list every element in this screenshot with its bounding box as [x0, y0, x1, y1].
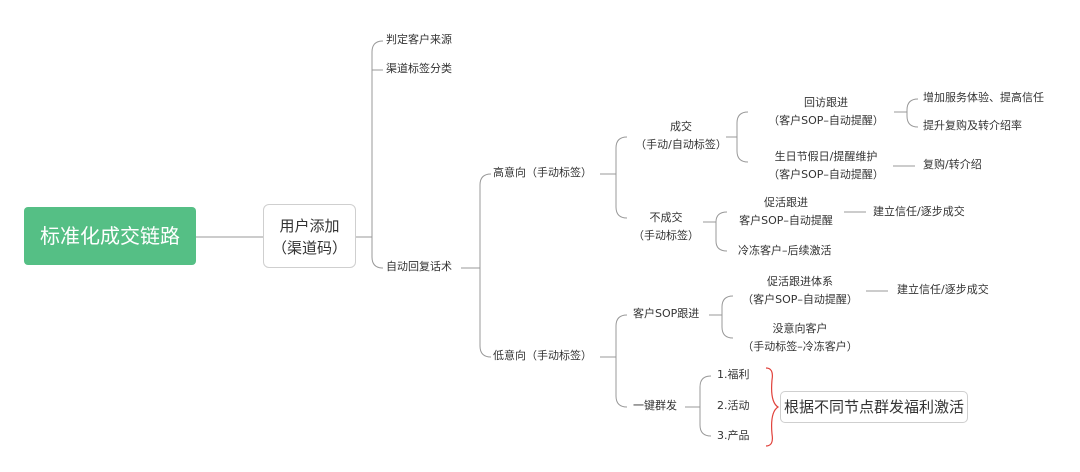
- deal-label: 成交: [670, 120, 692, 133]
- holiday-label: 生日节假日/提醒维护: [774, 150, 878, 163]
- frozen-node[interactable]: 冷冻客户–后续激活: [738, 244, 832, 257]
- holiday-sublabel: （客户SOP–自动提醒）: [768, 168, 884, 181]
- holiday-node[interactable]: 生日节假日/提醒维护 （客户SOP–自动提醒）: [768, 148, 884, 184]
- sop-system-node[interactable]: 促活跟进体系 （客户SOP–自动提醒）: [742, 273, 858, 309]
- nodeal-node[interactable]: 不成交 （手动标签）: [633, 209, 699, 245]
- user-add-node[interactable]: 用户添加 （渠道码）: [263, 204, 356, 268]
- group-summary-label: 根据不同节点群发福利激活: [783, 398, 964, 416]
- deal-node[interactable]: 成交 （手动/自动标签）: [635, 118, 727, 154]
- nodeal-sublabel: （手动标签）: [633, 229, 699, 242]
- sop-system-label: 促活跟进体系: [767, 275, 833, 288]
- no-intent-node[interactable]: 没意向客户 （手动标签–冷冻客户）: [742, 320, 858, 356]
- user-add-sublabel: （渠道码）: [271, 239, 347, 257]
- group-send-node[interactable]: 一键群发: [633, 399, 677, 412]
- followup-label: 回访跟进: [804, 96, 848, 109]
- promote-node[interactable]: 促活跟进 客户SOP–自动提醒: [739, 194, 833, 230]
- promote-output[interactable]: 建立信任/逐步成交: [873, 205, 965, 218]
- promote-sublabel: 客户SOP–自动提醒: [739, 214, 833, 227]
- root-node[interactable]: 标准化成交链路: [24, 207, 196, 265]
- auto-reply-node[interactable]: 自动回复话术: [386, 260, 452, 273]
- user-add-label: 用户添加: [279, 217, 340, 235]
- channel-tag-node[interactable]: 渠道标签分类: [386, 62, 452, 75]
- sop-followup-node[interactable]: 客户SOP跟进: [633, 307, 700, 320]
- followup-output-trust[interactable]: 增加服务体验、提高信任: [923, 91, 1044, 104]
- group-summary-node[interactable]: 根据不同节点群发福利激活: [780, 391, 968, 423]
- red-brace: [765, 367, 780, 447]
- group-item-product[interactable]: 3.产品: [717, 429, 750, 442]
- low-intent-node[interactable]: 低意向（手动标签）: [493, 349, 592, 362]
- sop-system-output[interactable]: 建立信任/逐步成交: [897, 283, 989, 296]
- promote-label: 促活跟进: [764, 196, 808, 209]
- group-item-activity[interactable]: 2.活动: [717, 399, 750, 412]
- followup-sublabel: （客户SOP–自动提醒）: [768, 114, 884, 127]
- no-intent-sublabel: （手动标签–冷冻客户）: [742, 340, 858, 353]
- no-intent-label: 没意向客户: [772, 322, 828, 335]
- source-node[interactable]: 判定客户来源: [386, 33, 452, 46]
- holiday-output[interactable]: 复购/转介绍: [923, 158, 982, 171]
- group-item-welfare[interactable]: 1.福利: [717, 368, 750, 381]
- followup-output-repurchase[interactable]: 提升复购及转介绍率: [923, 119, 1022, 132]
- nodeal-label: 不成交: [649, 211, 683, 224]
- followup-node[interactable]: 回访跟进 （客户SOP–自动提醒）: [768, 94, 884, 130]
- sop-system-sublabel: （客户SOP–自动提醒）: [742, 293, 858, 306]
- root-label: 标准化成交链路: [40, 224, 180, 248]
- deal-sublabel: （手动/自动标签）: [635, 138, 727, 151]
- high-intent-node[interactable]: 高意向（手动标签）: [493, 166, 592, 179]
